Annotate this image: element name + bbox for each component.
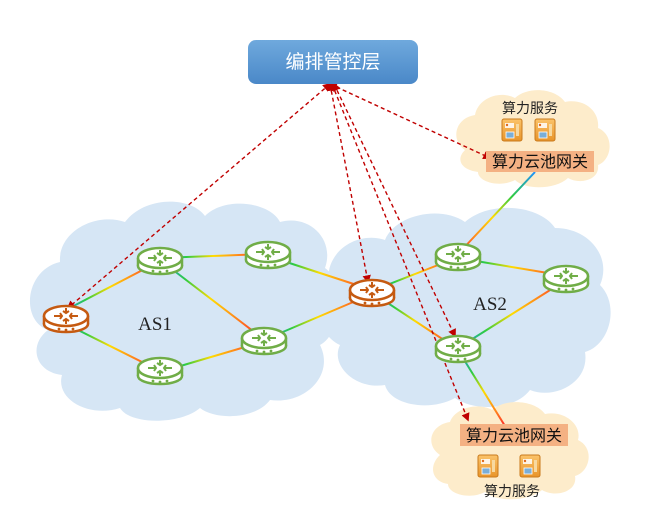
control-to-bottom-gateway (330, 82, 470, 422)
bottom-gateway-label-bg (460, 424, 568, 446)
router-icon[interactable] (136, 246, 184, 276)
router-icon[interactable] (348, 278, 396, 308)
server-icon[interactable] (534, 118, 556, 142)
router-icon[interactable] (136, 356, 184, 386)
control-links (66, 82, 492, 422)
bottom-gateway[interactable]: 算力云池网关 算力服务 (460, 424, 568, 500)
server-icon[interactable] (477, 454, 499, 478)
router-icon[interactable] (434, 242, 482, 272)
router-icon[interactable] (42, 304, 90, 334)
orchestration-layer-box[interactable]: 编排管控层 (248, 40, 418, 84)
top-gateway-label-bg (486, 151, 594, 172)
bottom-gateway-label: 算力云池网关 (466, 426, 562, 445)
router-icon[interactable] (244, 240, 292, 270)
top-gateway[interactable]: 算力服务 算力云池网关 (486, 101, 594, 172)
as2-cloud (320, 207, 611, 408)
server-icon[interactable] (519, 454, 541, 478)
link-r7-r6 (457, 279, 567, 349)
top-gateway-label: 算力云池网关 (492, 152, 588, 171)
router-icon[interactable] (240, 326, 288, 356)
server-icon[interactable] (501, 118, 523, 142)
as1-label: AS1 (138, 314, 172, 335)
control-to-edge-router (66, 82, 332, 310)
router-icon[interactable] (542, 264, 590, 294)
orchestration-layer-label: 编排管控层 (285, 51, 380, 73)
bottom-service-label: 算力服务 (484, 484, 540, 500)
router-icon[interactable] (434, 334, 482, 364)
link-r5-gw-top (457, 171, 536, 255)
top-service-label: 算力服务 (502, 101, 558, 117)
as2-label: AS2 (473, 294, 507, 315)
